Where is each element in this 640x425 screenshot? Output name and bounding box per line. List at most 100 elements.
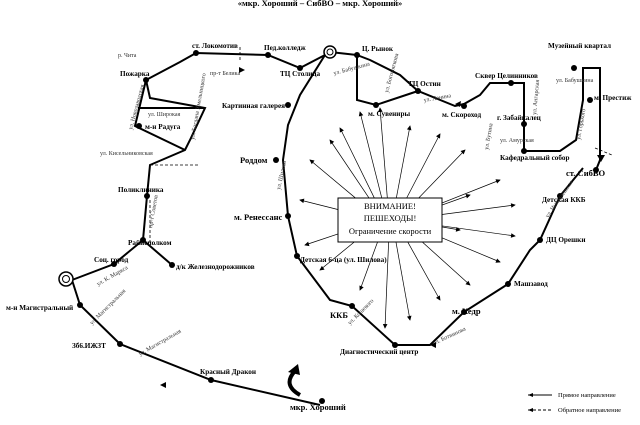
stop-label-rynok: Ц. Рынок <box>362 45 394 53</box>
stop-dot-zabaikalets <box>521 121 527 127</box>
legend: Прямое направление Обратное направление <box>528 392 621 414</box>
street-lenina: ул. Ленина <box>423 93 452 104</box>
warning-ray-arrowhead-16 <box>304 241 310 247</box>
reverse-lines <box>149 45 613 245</box>
warning-ray-arrowhead-19 <box>329 139 335 145</box>
street-chita: р. Чита <box>118 53 137 59</box>
stop-label-suvenir: м. Сувениры <box>368 110 410 118</box>
street-amurskaya: ул. Амурская <box>500 138 534 144</box>
map-title: «мкр. Хороший – СибВО – мкр. Хороший» <box>238 0 403 8</box>
stop-dot-dkzhd <box>169 262 175 268</box>
terminal-curved-arrowhead <box>288 364 300 375</box>
warning-ray-arrowhead-18 <box>309 159 315 165</box>
stop-dot-diag <box>392 342 398 348</box>
stop-labels: ст. Локомотив Пед.колледж ТЦ Столица Ц. … <box>6 42 632 412</box>
warning-ray-0 <box>339 127 376 201</box>
notice-line-1: ВНИМАНИЕ! <box>364 201 416 211</box>
warning-ray-arrowhead-8 <box>510 233 516 238</box>
notice-box: ВНИМАНИЕ! ПЕШЕХОДЫ! Ограничение скорости <box>337 197 443 243</box>
stop-dot-sobor <box>521 148 527 154</box>
stop-label-celinnik: Сквер Целинников <box>475 72 538 80</box>
warning-ray-1 <box>359 111 383 199</box>
stop-label-ped: Пед.колледж <box>264 44 306 52</box>
street-butina: ул. Бутина <box>484 123 495 151</box>
warning-ray-arrowhead-21 <box>465 193 471 199</box>
legend-reverse-label: Обратное направление <box>558 407 621 414</box>
direction-arrow-3 <box>430 342 436 348</box>
stop-label-lokomotiv: ст. Локомотив <box>192 42 238 50</box>
stop-dot-stolica <box>297 65 303 71</box>
stop-label-renessans: м. Ренессанс <box>234 212 282 222</box>
stop-label-drakon: Красный Дракон <box>200 368 256 376</box>
warning-ray-5 <box>411 149 466 206</box>
warning-ray-arrowhead-0 <box>339 127 344 133</box>
notice-line-2: ПЕШЕХОДЫ! <box>364 213 417 223</box>
warning-ray-arrowhead-17 <box>299 198 305 204</box>
stop-label-roddom: Роддом <box>240 155 268 165</box>
reverse-line-4 <box>594 147 613 156</box>
warning-ray-arrowhead-10 <box>465 280 471 286</box>
stop-label-dkzhd: д/к Железнодорожников <box>176 263 255 271</box>
stop-dot-suvenir <box>373 102 379 108</box>
stop-dot-prestizh <box>587 97 593 103</box>
route-segment-ne <box>356 54 419 92</box>
warning-ray-arrowhead-3 <box>406 125 412 131</box>
warning-ray-3 <box>395 125 411 199</box>
stop-dot-oreshki <box>537 237 543 243</box>
street-gorkogo: ул. Горького <box>576 108 587 140</box>
warning-ray-arrowhead-14 <box>359 285 364 291</box>
warning-ray-4 <box>404 133 441 202</box>
street-shirokaya: ул. Широкая <box>148 112 180 118</box>
roundabout-west-inner <box>62 275 70 283</box>
stop-dot-rynok <box>354 52 360 58</box>
stop-label-sobor: Кафедральный собор <box>500 154 569 162</box>
street-angarskaya: ул. Ангарская <box>532 79 541 115</box>
stop-label-zabaikalets: г. Забайкалец <box>497 114 542 122</box>
stop-label-magistralny: м-н Магистральный <box>6 304 73 312</box>
stop-label-detskaya6: Детская 6-ца (ул. Шилова) <box>300 256 387 264</box>
stop-dot-skorohod <box>461 103 467 109</box>
stop-label-diag: Диагностический центр <box>340 348 418 356</box>
warning-ray-13 <box>384 241 389 329</box>
stop-dot-socgorod <box>111 261 117 267</box>
stop-dot-poliklinika <box>144 193 150 199</box>
stop-dot-celinnik <box>508 80 514 86</box>
stop-dot-kkb <box>349 303 355 309</box>
stop-dot-ostin <box>415 88 421 94</box>
notice-frame <box>337 197 443 243</box>
roundabouts <box>58 45 337 287</box>
warning-ray-19 <box>329 139 373 203</box>
street-babushkina-2: ул. Бабушкина <box>556 77 594 84</box>
stop-label-ostin: ТЦ Остин <box>408 80 441 88</box>
direction-arrow-5 <box>239 67 245 73</box>
stop-label-stolica: ТЦ Столица <box>280 70 321 78</box>
stop-label-skorohod: м. Скороход <box>442 111 481 119</box>
stop-dot-magistralny <box>77 302 83 308</box>
stop-dot-drakon <box>208 377 214 383</box>
stop-label-galereya: Картинная галерея <box>222 102 285 110</box>
stop-label-kedr: м. Кедр <box>452 306 481 316</box>
route-segment-center <box>281 54 584 346</box>
street-belika: пр-т Белика <box>210 71 240 77</box>
route-segment-dk <box>142 239 173 266</box>
stop-dot-roddom <box>273 157 279 163</box>
warning-ray-arrowhead-5 <box>460 149 466 155</box>
stop-dot-mashzavod <box>505 281 511 287</box>
route-segment-east <box>329 51 601 171</box>
warning-ray-arrowhead-11 <box>435 295 441 301</box>
legend-direct-label: Прямое направление <box>558 392 616 399</box>
warning-ray-arrowhead-15 <box>319 265 325 271</box>
stop-label-kkb-det: Детская ККБ <box>542 196 586 204</box>
warning-ray-arrowhead-20 <box>455 227 461 232</box>
street-sovetov: пр-т Советов <box>148 194 160 228</box>
warning-ray-arrowhead-6 <box>495 179 501 184</box>
stop-dot-raduga <box>136 123 142 129</box>
stop-label-socgorod: Соц. город <box>94 256 129 264</box>
street-magistralnaya-2: ул. Магистральная <box>138 328 183 357</box>
terminal-curved-arrow <box>287 369 302 397</box>
stop-dot-detskaya6 <box>294 253 300 259</box>
stop-label-oreshki: ДЦ Орешки <box>546 236 585 244</box>
stop-label-prestizh: м. Престиж <box>594 94 632 102</box>
